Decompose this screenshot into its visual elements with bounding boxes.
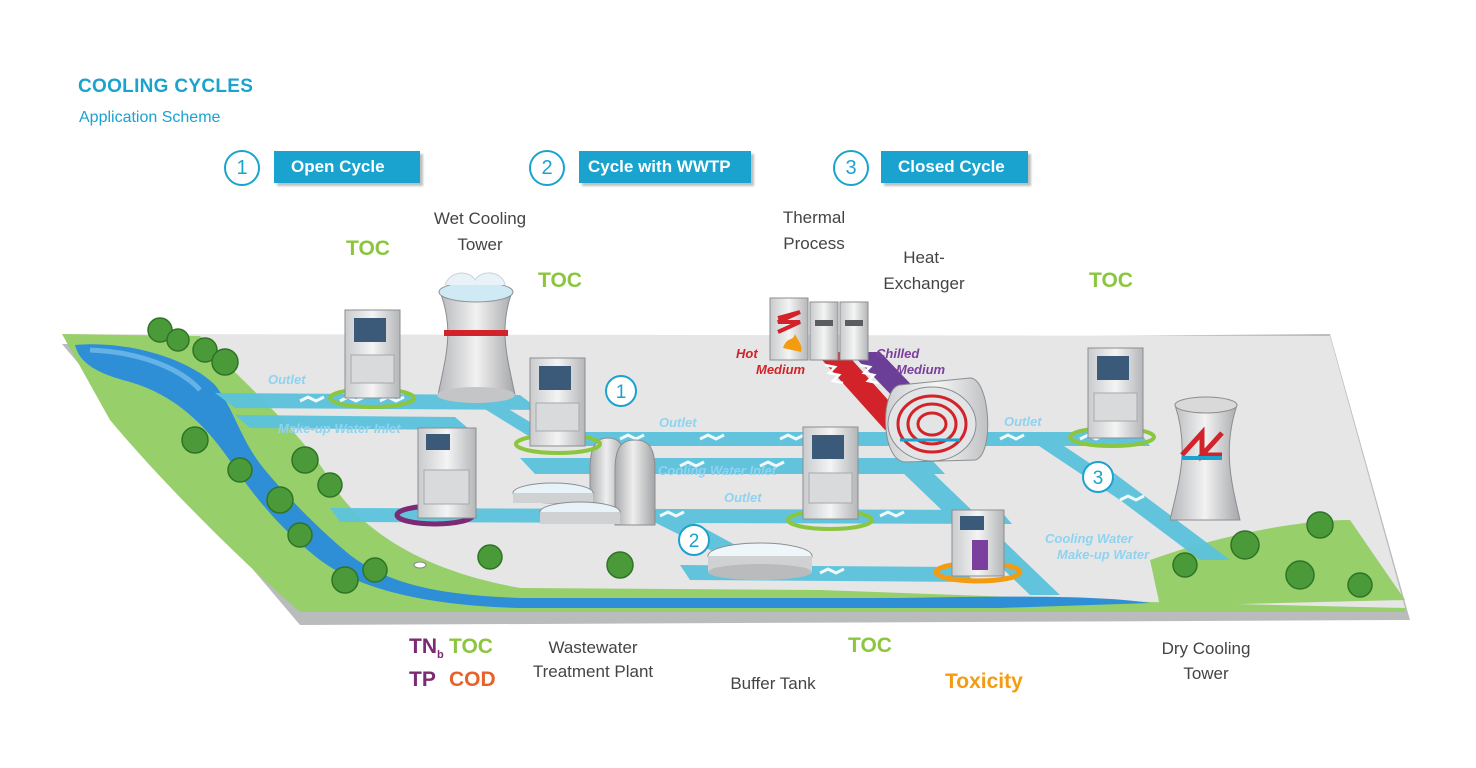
ground-marker-3: 3: [1093, 468, 1104, 489]
wwtp-silos: [589, 437, 656, 526]
flow-cooling-makeup-1: Cooling Water: [1045, 531, 1133, 546]
analyzer-1: [328, 309, 416, 409]
analyzer-buffer: [786, 426, 874, 531]
ground-marker-1: 1: [616, 382, 627, 403]
cycle-number-1: 1: [224, 150, 260, 186]
param-toc-buffer: TOC: [848, 634, 892, 657]
param-toc-cycle1: TOC: [538, 269, 582, 292]
analyzer-3: [1068, 347, 1156, 448]
ground-markers: [605, 375, 1114, 556]
analyzer-toxicity: [933, 509, 1023, 584]
dry-cooling-tower: [1169, 396, 1241, 521]
flow-makeup-inlet: Make-up Water Inlet: [278, 421, 401, 436]
trees: [147, 317, 1373, 598]
label-wastewater-plant: Wastewater Treatment Plant: [532, 638, 654, 681]
label-dry-cooling-tower: Dry Cooling Tower: [1161, 639, 1251, 683]
cycle-tag-wwtp: Cycle with WWTP: [579, 151, 751, 183]
param-tp: TP: [409, 668, 436, 691]
heat-exchanger-unit: [885, 377, 989, 463]
param-toc-closed: TOC: [1089, 269, 1133, 292]
river: [75, 344, 1150, 608]
flow-cooling-makeup-2: Make-up Water: [1057, 547, 1150, 562]
duck: [413, 561, 427, 569]
flow-hot-2: Medium: [756, 362, 806, 377]
river-bank-left: [62, 334, 1405, 612]
label-thermal-process: Thermal Process: [782, 208, 846, 253]
diagram-title: COOLING CYCLES: [78, 76, 254, 97]
flow-cooling-inlet: Cooling Water Inlet: [658, 463, 777, 478]
cycle-tag-closed: Closed Cycle: [881, 151, 1028, 183]
analyzer-2: [514, 357, 602, 455]
cycle-number-3: 3: [833, 150, 869, 186]
diagram-subtitle: Application Scheme: [79, 109, 221, 126]
flow-outlet-1: Outlet: [268, 372, 306, 387]
label-wet-cooling-tower: Wet Cooling Tower: [433, 209, 527, 254]
buffer-tank-shape: [707, 542, 813, 580]
analyzer-wwtp: [394, 427, 477, 527]
param-tnb: TNb: [409, 635, 444, 662]
label-buffer-tank: Buffer Tank: [730, 674, 816, 693]
cycle-tag-open: Open Cycle: [274, 151, 420, 183]
param-toc-open: TOC: [346, 237, 390, 260]
wet-cooling-tower: [437, 272, 516, 403]
river-bank-right: [1150, 520, 1405, 606]
flow-outlet-4: Outlet: [1004, 414, 1042, 429]
cycle-number-2: 2: [529, 150, 565, 186]
ground-marker-2: 2: [689, 531, 700, 552]
clarifier-basins: [512, 482, 621, 524]
param-toxicity: Toxicity: [945, 670, 1023, 693]
flow-chilled-2: Medium: [896, 362, 946, 377]
flow-hot-1: Hot: [736, 346, 758, 361]
thermal-process-unit: [769, 297, 869, 361]
param-cod: COD: [449, 668, 496, 691]
flow-chilled-1: Chilled: [876, 346, 920, 361]
flow-outlet-3: Outlet: [724, 490, 762, 505]
label-heat-exchanger: Heat- Exchanger: [883, 248, 965, 293]
flow-outlet-2: Outlet: [659, 415, 697, 430]
param-toc-wwtp: TOC: [449, 635, 493, 658]
